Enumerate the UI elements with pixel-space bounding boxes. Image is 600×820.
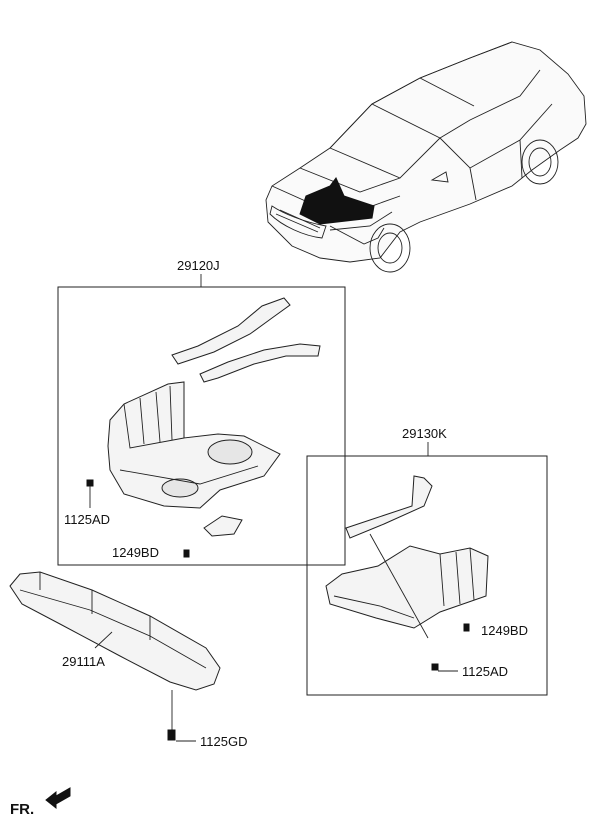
- bolt-bd-right-label: 1249BD: [481, 623, 528, 638]
- front-lower-cover: [9, 571, 221, 691]
- bolt-icon: [431, 663, 439, 671]
- assembly-front-label: 29120J: [177, 258, 220, 273]
- bolt-gd-label: 1125GD: [200, 734, 247, 749]
- bolt-bd-left-label: 1249BD: [112, 545, 159, 560]
- direction-label: FR.: [10, 801, 34, 818]
- bolt-ad-left-label: 1125AD: [64, 512, 110, 527]
- rear-under-cover-panel: [325, 545, 489, 629]
- bolt-icon: [463, 623, 470, 632]
- front-cover-group: 29111A 1125GD: [9, 571, 247, 749]
- front-bracket-lower: [199, 343, 321, 383]
- engine-under-cover-panel: [107, 381, 281, 509]
- assembly-rear-label: 29130K: [402, 426, 447, 441]
- arrow-left-icon: [45, 787, 71, 810]
- bolt-icon: [183, 549, 190, 558]
- assembly-front-box: [57, 286, 346, 566]
- small-plate: [203, 515, 243, 537]
- rear-bracket: [345, 475, 433, 539]
- front-cover-label: 29111A: [62, 654, 105, 669]
- vehicle-illustration: [265, 41, 587, 273]
- front-bracket-upper: [171, 297, 291, 365]
- bolt-ad-right-label: 1125AD: [462, 664, 508, 679]
- bolt-icon: [86, 479, 94, 487]
- bolt-icon: [167, 729, 176, 741]
- assembly-29130k-group: 29130K 1249BD 1125AD: [306, 426, 548, 696]
- assembly-rear-box: [306, 455, 548, 696]
- direction-indicator: FR.: [10, 787, 71, 818]
- assembly-29120j-group: 29120J 1125AD 1249BD: [57, 258, 346, 566]
